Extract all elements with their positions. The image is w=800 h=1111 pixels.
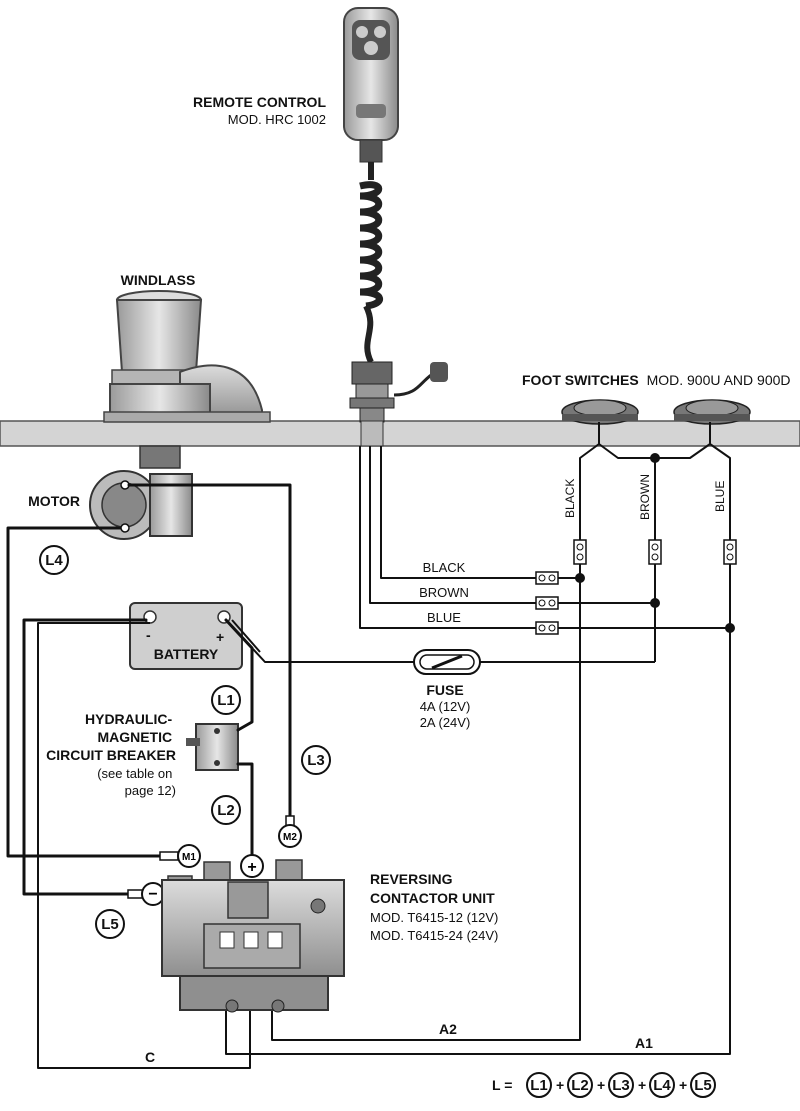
cable-l2	[236, 762, 254, 860]
breaker-note: (see table on page 12)	[97, 766, 176, 798]
formula-term-1: L1	[530, 1077, 548, 1094]
foot-terminal-black	[573, 539, 587, 565]
breaker-label: HYDRAULIC- MAGNETIC CIRCUIT BREAKER	[46, 711, 176, 763]
battery-plus: +	[216, 629, 224, 645]
formula-term: L4	[649, 1072, 675, 1098]
formula-op: +	[679, 1077, 687, 1093]
tag-l5: L5	[95, 909, 125, 939]
foot-switch-up	[561, 399, 639, 425]
wire-a2	[271, 564, 581, 1041]
terminal-m2-text: M2	[283, 832, 297, 843]
wire-label-brown-vertical: BROWN	[638, 474, 652, 520]
formula-term-4: L4	[653, 1077, 671, 1094]
breaker-line1: HYDRAULIC-	[85, 711, 172, 727]
formula-term-2: L2	[571, 1077, 589, 1094]
formula-term: L5	[690, 1072, 716, 1098]
wire-remote-black	[380, 446, 538, 579]
wire-label-blue: BLUE	[427, 610, 461, 625]
wire-a1	[225, 564, 731, 1055]
formula-op: +	[597, 1077, 605, 1093]
breaker-line5: page 12)	[125, 783, 176, 798]
windlass	[103, 290, 271, 469]
terminal-m1-text: M1	[182, 852, 196, 863]
foot-switch-down	[673, 399, 751, 425]
cable-l3	[127, 483, 292, 832]
remote-title: REMOTE CONTROL	[193, 94, 326, 110]
terminal-m2: M2	[278, 815, 302, 848]
fuse-rating-12v: 4A (12V)	[420, 699, 471, 714]
wire-remote-blue	[359, 446, 538, 629]
terminal-minus-text: −	[148, 886, 157, 903]
contactor-label: REVERSING CONTACTOR UNIT	[370, 871, 495, 906]
tag-l3: L3	[301, 745, 331, 775]
formula-term: L1	[526, 1072, 552, 1098]
tag-l1-text: L1	[217, 692, 235, 709]
fuse-rating-24v: 2A (24V)	[420, 715, 471, 730]
formula-op: +	[556, 1077, 564, 1093]
tag-l3-text: L3	[307, 752, 325, 769]
circuit-breaker	[186, 723, 239, 771]
wire-remote-brown	[369, 446, 538, 604]
cable-label-c: C	[145, 1049, 155, 1065]
remote-model: MOD. HRC 1002	[228, 112, 326, 127]
tag-l5-text: L5	[101, 916, 119, 933]
breaker-line4: (see table on	[97, 766, 172, 781]
terminal-plus-text: +	[247, 859, 256, 876]
breaker-line2: MAGNETIC	[97, 729, 172, 745]
contactor-model-24: MOD. T6415-24 (24V)	[370, 928, 498, 943]
terminal-block-blue	[535, 621, 559, 635]
formula-term: L2	[567, 1072, 593, 1098]
foot-terminal-blue	[723, 539, 737, 565]
contactor-line2: CONTACTOR UNIT	[370, 890, 495, 906]
foot-terminal-brown	[648, 539, 662, 565]
fuse-title: FUSE	[426, 682, 463, 698]
cable-l5	[22, 618, 148, 896]
motor-label: MOTOR	[28, 493, 80, 509]
wire-label-black-vertical: BLACK	[563, 479, 577, 518]
formula-op: +	[638, 1077, 646, 1093]
contactor-line1: REVERSING	[370, 871, 453, 887]
terminal-block-brown	[535, 596, 559, 610]
tag-l4: L4	[39, 545, 69, 575]
motor	[89, 470, 193, 540]
contactor-models: MOD. T6415-12 (12V) MOD. T6415-24 (24V)	[370, 910, 502, 943]
tag-l1: L1	[211, 685, 241, 715]
foot-switches-model: MOD. 900U AND 900D	[647, 372, 791, 388]
battery-minus: -	[146, 627, 151, 643]
formula-prefix: L =	[492, 1077, 512, 1093]
remote-control	[343, 7, 448, 447]
terminal-block-black	[535, 571, 559, 585]
tag-l2-text: L2	[217, 802, 235, 819]
formula-term: L3	[608, 1072, 634, 1098]
windlass-label: WINDLASS	[121, 272, 196, 288]
wire-label-brown: BROWN	[419, 585, 469, 600]
terminal-plus: +	[240, 854, 264, 878]
length-formula: L = L1 + L2 + L3 + L4 + L5	[492, 1072, 716, 1098]
contactor-model-12: MOD. T6415-12 (12V)	[370, 910, 498, 925]
tag-l4-text: L4	[45, 552, 63, 569]
wire-label-black: BLACK	[423, 560, 466, 575]
cable-c	[37, 622, 251, 1069]
terminal-m1: M1	[159, 844, 201, 868]
formula-term-5: L5	[694, 1077, 712, 1094]
foot-switches-label: FOOT SWITCHES MOD. 900U AND 900D	[522, 372, 791, 388]
cable-label-a2: A2	[439, 1021, 457, 1037]
cable-label-a1: A1	[635, 1035, 653, 1051]
wire-label-blue-vertical: BLUE	[713, 481, 727, 512]
formula-term-3: L3	[612, 1077, 630, 1094]
foot-switches-title: FOOT SWITCHES	[522, 372, 639, 388]
tag-l2: L2	[211, 795, 241, 825]
breaker-line3: CIRCUIT BREAKER	[46, 747, 176, 763]
terminal-minus: −	[127, 882, 165, 906]
cable-l4	[6, 526, 170, 858]
deck-section	[0, 420, 800, 447]
fuse	[413, 649, 481, 675]
reversing-contactor	[161, 859, 345, 1013]
cable-l1	[224, 618, 254, 732]
battery-label: BATTERY	[154, 646, 219, 662]
